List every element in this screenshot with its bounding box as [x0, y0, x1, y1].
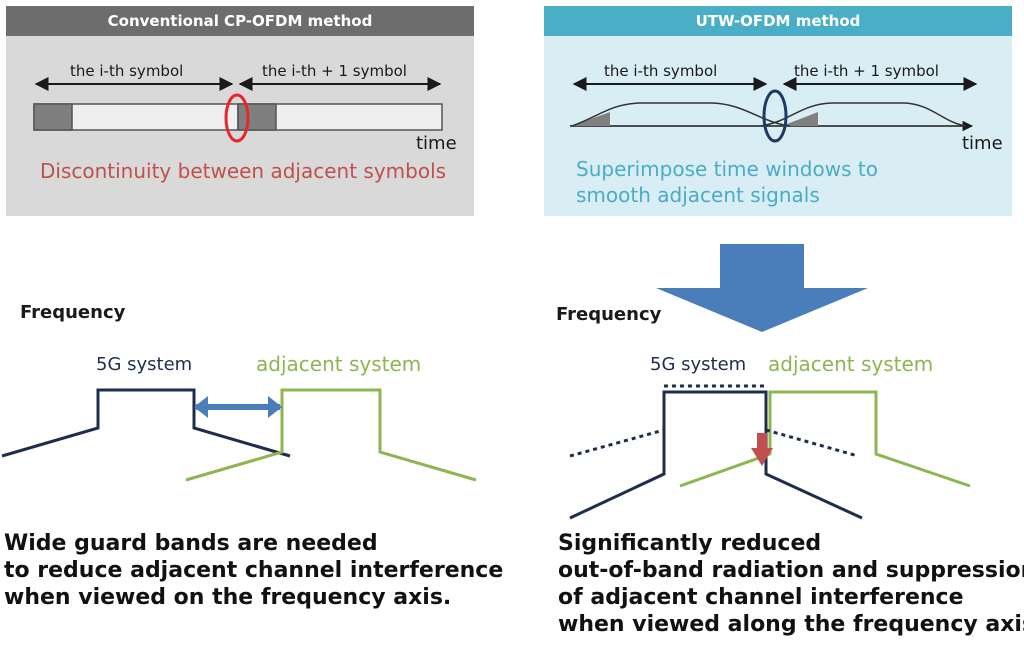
left-5g-spectrum — [1, 388, 291, 458]
right-5g-label: 5G system — [650, 354, 747, 375]
right-frequency-label: Frequency — [556, 304, 662, 325]
left-description-line: Wide guard bands are needed — [4, 531, 378, 556]
right-time-label: time — [962, 133, 1003, 154]
right-description-line: when viewed along the frequency axis. — [558, 612, 1024, 637]
right-adjacent-spectrum — [679, 390, 971, 488]
right-description-line: Significantly reduced — [558, 531, 822, 556]
left-description: Wide guard bands are needed to reduce ad… — [4, 530, 503, 611]
right-symbol-i1-label: the i-th + 1 symbol — [794, 62, 939, 80]
right-description: Significantly reduced out-of-band radiat… — [558, 530, 1024, 638]
left-symbol-i1-label: the i-th + 1 symbol — [262, 62, 407, 80]
left-symbol-i-label: the i-th symbol — [70, 62, 184, 80]
superimpose-caption-line: Superimpose time windows to — [576, 157, 878, 181]
left-description-line: when viewed on the frequency axis. — [4, 585, 452, 610]
overlap-marker — [762, 89, 788, 143]
utw-ofdm-panel — [544, 6, 1012, 216]
right-description-line: out-of-band radiation and suppression — [558, 558, 1024, 583]
right-description-line: of adjacent channel interference — [558, 585, 964, 610]
discontinuity-caption: Discontinuity between adjacent symbols — [40, 159, 447, 183]
right-5g-spectrum — [569, 390, 863, 520]
left-5g-label: 5G system — [96, 354, 193, 375]
left-description-line: to reduce adjacent channel interference — [4, 558, 504, 583]
transition-arrow — [656, 244, 868, 332]
left-adjacent-label: adjacent system — [256, 352, 422, 376]
left-cp-block-1 — [33, 103, 73, 131]
left-adjacent-spectrum — [185, 388, 477, 482]
utw-ofdm-title: UTW-OFDM method — [544, 6, 1012, 36]
left-cp-block-2 — [237, 103, 277, 131]
window-i — [571, 102, 791, 127]
right-adjacent-label: adjacent system — [768, 352, 934, 376]
cp-ofdm-title: Conventional CP-OFDM method — [6, 6, 474, 36]
reduced-oob-dashed — [569, 384, 859, 458]
discontinuity-marker — [224, 93, 250, 143]
superimpose-caption-line: smooth adjacent signals — [576, 183, 820, 207]
left-frequency-label: Frequency — [20, 302, 126, 323]
window-i1 — [759, 102, 967, 127]
superimpose-caption: Superimpose time windows to smooth adjac… — [576, 156, 878, 208]
suppression-arrow — [757, 433, 767, 449]
right-symbol-i-label: the i-th symbol — [604, 62, 718, 80]
left-time-label: time — [416, 133, 457, 154]
